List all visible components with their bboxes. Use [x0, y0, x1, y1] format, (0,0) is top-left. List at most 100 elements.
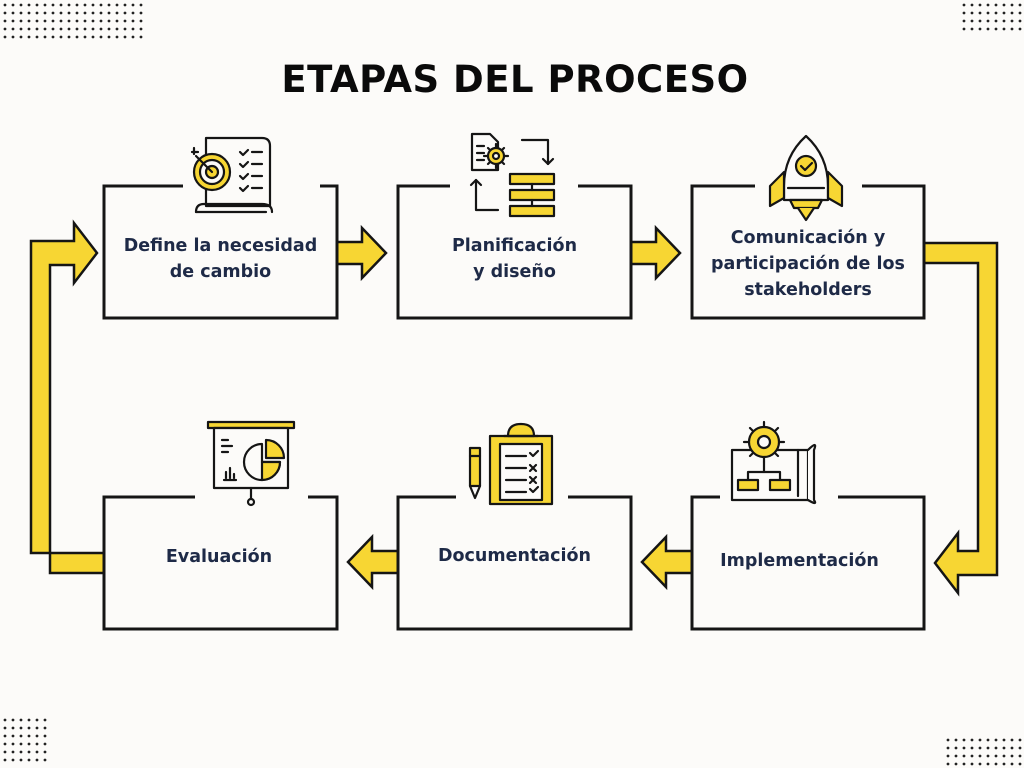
decorative-dot [3, 758, 7, 762]
decorative-dot [1002, 11, 1006, 15]
decorative-dot [1018, 3, 1022, 7]
decorative-dot [91, 27, 95, 31]
decorative-dot [43, 19, 47, 23]
stage-label-define: Define la necesidad de cambio [123, 236, 318, 282]
arrow-stage5-to-stage6 [346, 533, 400, 591]
decorative-dot [99, 19, 103, 23]
decorative-dot [91, 19, 95, 23]
decorative-dot [1010, 746, 1014, 750]
decorative-dot [139, 27, 143, 31]
decorative-dot [11, 35, 15, 39]
decorative-dot [1010, 19, 1014, 23]
decorative-dot [107, 3, 111, 7]
decorative-dot [1010, 738, 1014, 742]
decorative-dot [27, 742, 31, 746]
decorative-dot [11, 718, 15, 722]
decorative-dot [986, 27, 990, 31]
decorative-dot [139, 35, 143, 39]
decorative-dot [1010, 27, 1014, 31]
decorative-dot [19, 742, 23, 746]
decorative-dot [131, 35, 135, 39]
decorative-dot [27, 11, 31, 15]
arrow-stage4-to-stage5 [640, 533, 694, 591]
decorative-dot [978, 19, 982, 23]
decorative-dot [19, 19, 23, 23]
decorative-dot [11, 19, 15, 23]
decorative-dot [139, 3, 143, 7]
blueprint-gear-icon [730, 420, 817, 505]
decorative-dot [43, 11, 47, 15]
clipboard-pencil-icon [468, 422, 554, 506]
stage-label-planificacion: Planificación y diseño [451, 236, 578, 282]
decorative-dot [75, 27, 79, 31]
decorative-dot [986, 3, 990, 7]
decorative-dot [27, 19, 31, 23]
decorative-dot [75, 35, 79, 39]
decorative-dot [67, 27, 71, 31]
presentation-pie-chart-icon [206, 420, 296, 507]
stage-box-5 [396, 495, 633, 631]
decorative-dot [123, 19, 127, 23]
left-loop-connector [29, 219, 106, 575]
decorative-dot [59, 27, 63, 31]
decorative-dot [59, 19, 63, 23]
decorative-dot [970, 19, 974, 23]
decorative-dot [35, 758, 39, 762]
decorative-dot [67, 35, 71, 39]
decorative-dot [43, 35, 47, 39]
dot-pattern-bottom-left [3, 718, 47, 762]
decorative-dot [19, 718, 23, 722]
decorative-dot [131, 19, 135, 23]
decorative-dot [91, 11, 95, 15]
decorative-dot [994, 746, 998, 750]
decorative-dot [123, 3, 127, 7]
decorative-dot [1002, 19, 1006, 23]
decorative-dot [978, 746, 982, 750]
decorative-dot [43, 726, 47, 730]
decorative-dot [986, 738, 990, 742]
decorative-dot [35, 726, 39, 730]
decorative-dot [59, 35, 63, 39]
decorative-dot [1018, 746, 1022, 750]
decorative-dot [67, 19, 71, 23]
decorative-dot [139, 19, 143, 23]
decorative-dot [75, 19, 79, 23]
decorative-dot [962, 27, 966, 31]
decorative-dot [19, 11, 23, 15]
decorative-dot [946, 762, 950, 766]
decorative-dot [978, 11, 982, 15]
decorative-dot [978, 754, 982, 758]
decorative-dot [962, 3, 966, 7]
decorative-dot [994, 762, 998, 766]
decorative-dot [962, 11, 966, 15]
decorative-dot [986, 762, 990, 766]
decorative-dot [35, 750, 39, 754]
decorative-dot [11, 11, 15, 15]
decorative-dot [19, 3, 23, 7]
decorative-dot [970, 754, 974, 758]
decorative-dot [11, 27, 15, 31]
decorative-dot [51, 3, 55, 7]
decorative-dot [35, 3, 39, 7]
decorative-dot [27, 27, 31, 31]
decorative-dot [954, 754, 958, 758]
decorative-dot [43, 718, 47, 722]
decorative-dot [970, 3, 974, 7]
arrow-stage1-to-stage2 [335, 224, 388, 282]
decorative-dot [1010, 11, 1014, 15]
decorative-dot [986, 754, 990, 758]
decorative-dot [83, 35, 87, 39]
decorative-dot [11, 758, 15, 762]
decorative-dot [99, 3, 103, 7]
decorative-dot [99, 35, 103, 39]
decorative-dot [35, 718, 39, 722]
decorative-dot [3, 35, 7, 39]
decorative-dot [1002, 27, 1006, 31]
decorative-dot [978, 738, 982, 742]
decorative-dot [115, 35, 119, 39]
decorative-dot [994, 754, 998, 758]
decorative-dot [131, 27, 135, 31]
decorative-dot [115, 3, 119, 7]
decorative-dot [1010, 3, 1014, 7]
decorative-dot [107, 11, 111, 15]
